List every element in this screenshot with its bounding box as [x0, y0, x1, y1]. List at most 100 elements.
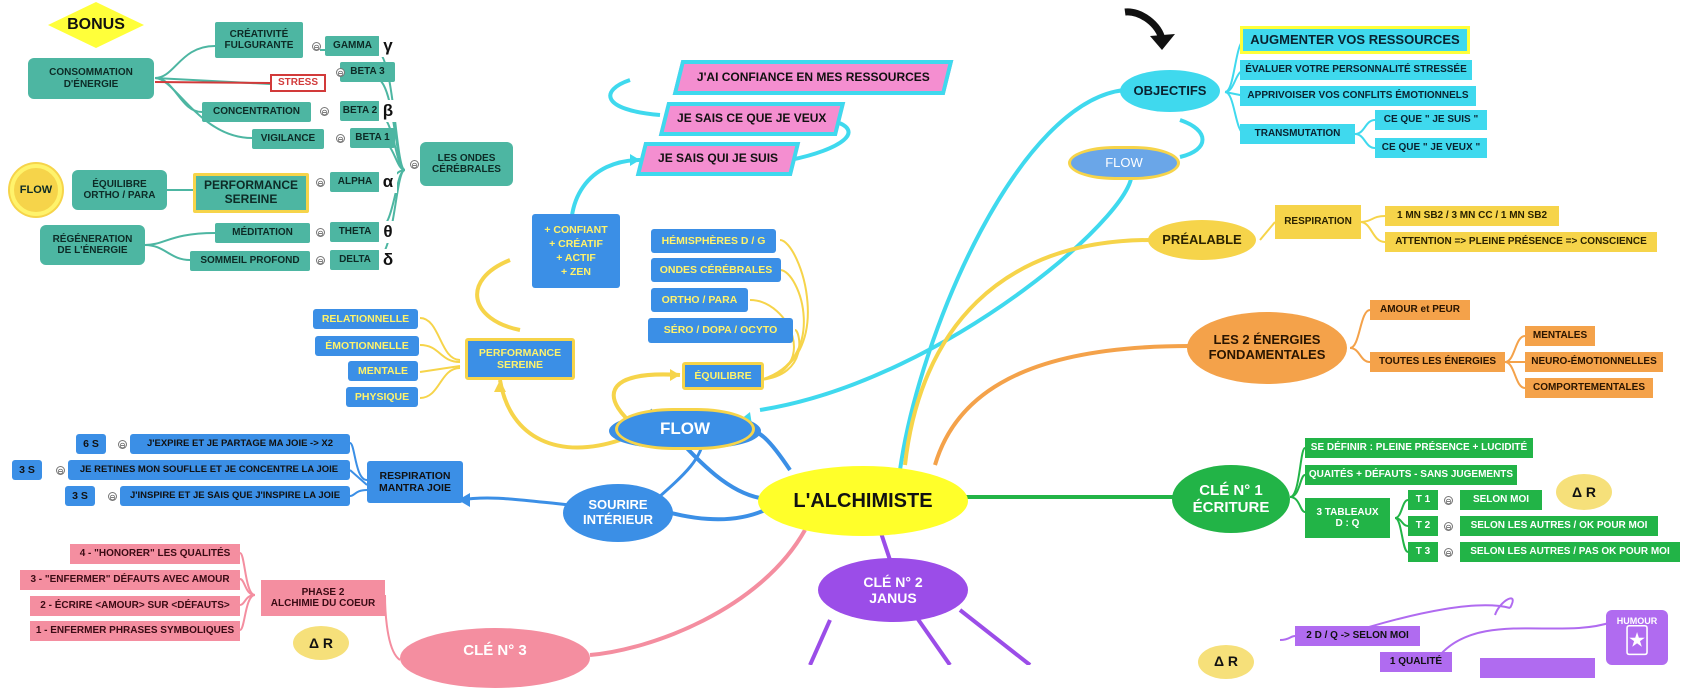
row-text-expire[interactable]: J'EXPIRE ET JE PARTAGE MA JOIE -> X2 — [130, 434, 350, 454]
regeneration-node[interactable]: RÉGÉNERATION DE L'ÉNERGIE — [40, 225, 145, 265]
energie-comportementales-node[interactable]: COMPORTEMENTALES — [1525, 378, 1653, 398]
cle1-node[interactable]: CLÉ N° 1 ÉCRITURE — [1172, 465, 1290, 533]
respiration-prealable-node[interactable]: RESPIRATION — [1275, 205, 1361, 239]
expand-icon[interactable]: ⊖ — [312, 42, 321, 52]
row-text-retiens[interactable]: JE RETINES MON SOUFLLE ET JE CONCENTRE L… — [68, 460, 350, 480]
central-topic[interactable]: L'ALCHIMISTE — [758, 466, 968, 536]
t3-text[interactable]: SELON LES AUTRES / PAS OK POUR MOI — [1460, 542, 1680, 562]
ondes-cerebrales-node[interactable]: LES ONDES CÉRÉBRALES — [420, 142, 513, 186]
expand-icon[interactable]: ⊖ — [316, 178, 325, 188]
stress-node[interactable]: STRESS — [270, 74, 326, 92]
equilibre-ortho-node[interactable]: ÉQUILIBRE ORTHO / PARA — [72, 170, 167, 210]
cle3-item-enfermer-defauts[interactable]: 3 - "ENFERMER" DÉFAUTS AVEC AMOUR — [20, 570, 240, 590]
vigilance-node[interactable]: VIGILANCE — [252, 129, 324, 149]
t1-label: T 1 — [1408, 490, 1438, 510]
amour-peur-node[interactable]: AMOUR et PEUR — [1370, 300, 1470, 320]
evaluer-personnalite-node[interactable]: ÉVALUER VOTRE PERSONNALITÉ STRESSÉE — [1240, 60, 1472, 80]
expand-icon[interactable]: ⊖ — [1444, 496, 1453, 506]
expand-icon[interactable]: ⊖ — [316, 256, 325, 266]
qualites-defauts-node[interactable]: QUAITÉS + DÉFAUTS - SANS JUGEMENTS — [1305, 465, 1517, 485]
energies-node[interactable]: LES 2 ÉNERGIES FONDAMENTALES — [1187, 312, 1347, 384]
expand-icon[interactable]: ⊖ — [118, 440, 127, 450]
se-definir-node[interactable]: SE DÉFINIR : PLEINE PRÉSENCE + LUCIDITÉ — [1305, 438, 1533, 458]
theta-symbol: θ — [379, 221, 397, 243]
perf-item-relationnelle[interactable]: RELATIONNELLE — [313, 309, 418, 329]
row-time-3s-inspire: 3 S — [65, 486, 95, 506]
t2-text[interactable]: SELON LES AUTRES / OK POUR MOI — [1460, 516, 1658, 536]
connector-lines — [144, 8, 1613, 665]
wave-gamma[interactable]: GAMMA — [325, 36, 380, 56]
wave-theta[interactable]: THETA — [330, 222, 380, 242]
objectifs-node[interactable]: OBJECTIFS — [1120, 70, 1220, 112]
flow-cloud-node[interactable]: FLOW — [615, 408, 755, 450]
ce-que-je-veux-node[interactable]: CE QUE " JE VEUX " — [1375, 138, 1487, 158]
augmenter-ressources-node[interactable]: AUGMENTER VOS RESSOURCES — [1240, 26, 1470, 54]
trois-tableaux-node[interactable]: 3 TABLEAUX D : Q — [1305, 498, 1390, 538]
equilibre-item-ondes[interactable]: ONDES CÉRÉBRALES — [651, 258, 781, 282]
cle2-node[interactable]: CLÉ N° 2 JANUS — [818, 558, 968, 622]
expand-icon[interactable]: ⊖ — [410, 160, 419, 170]
wave-alpha[interactable]: ALPHA — [330, 172, 380, 192]
expand-icon[interactable]: ⊖ — [316, 228, 325, 238]
meditation-node[interactable]: MÉDITATION — [215, 223, 310, 243]
perf-item-physique[interactable]: PHYSIQUE — [346, 387, 418, 407]
perf-item-mentale[interactable]: MENTALE — [348, 361, 418, 381]
expand-icon[interactable]: ⊖ — [320, 107, 329, 117]
toutes-energies-node[interactable]: TOUTES LES ÉNERGIES — [1370, 352, 1505, 372]
cle2-extra-node[interactable] — [1480, 658, 1595, 678]
cle3-node[interactable]: CLÉ N° 3 — [400, 628, 590, 688]
objectifs-flow-cloud[interactable]: FLOW — [1068, 146, 1180, 180]
prealable-item-mn[interactable]: 1 MN SB2 / 3 MN CC / 1 MN SB2 — [1385, 206, 1559, 226]
expand-icon[interactable]: ⊖ — [1444, 522, 1453, 532]
apprivoiser-conflits-node[interactable]: APPRIVOISER VOS CONFLITS ÉMOTIONNELS — [1240, 86, 1476, 106]
affirmation-suis[interactable]: JE SAIS QUI JE SUIS — [635, 142, 801, 176]
concentration-node[interactable]: CONCENTRATION — [202, 102, 311, 122]
expand-icon[interactable]: ⊖ — [56, 466, 65, 476]
wave-beta3[interactable]: BETA 3 — [340, 62, 395, 82]
expand-icon[interactable]: ⊖ — [336, 68, 345, 78]
sommeil-node[interactable]: SOMMEIL PROFOND — [190, 251, 310, 271]
performance-teal-node[interactable]: PERFORMANCE SEREINE — [193, 173, 309, 213]
expand-icon[interactable]: ⊖ — [336, 134, 345, 144]
cle3-item-enfermer-phrases[interactable]: 1 - ENFERMER PHRASES SYMBOLIQUES — [30, 621, 240, 641]
cle3-item-ecrire[interactable]: 2 - ÉCRIRE <AMOUR> SUR <DÉFAUTS> — [30, 596, 240, 616]
respiration-mantra-node[interactable]: RESPIRATION MANTRA JOIE — [367, 461, 463, 503]
row-time-3s-retiens: 3 S — [12, 460, 42, 480]
perf-item-emotionnelle[interactable]: ÉMOTIONNELLE — [315, 336, 419, 356]
energie-neuro-node[interactable]: NEURO-ÉMOTIONNELLES — [1525, 352, 1663, 372]
confiant-node[interactable]: + CONFIANT + CRÉATIF + ACTIF + ZEN — [532, 214, 620, 288]
performance-sereine-node[interactable]: PERFORMANCE SEREINE — [465, 338, 575, 380]
affirmation-confiance[interactable]: J'AI CONFIANCE EN MES RESSOURCES — [672, 60, 954, 95]
consommation-node[interactable]: CONSOMMATION D'ÉNERGIE — [28, 58, 154, 99]
cle2-delta-r: Δ R — [1198, 645, 1254, 679]
ce-que-je-suis-node[interactable]: CE QUE " JE SUIS " — [1375, 110, 1487, 130]
equilibre-item-sero[interactable]: SÉRO / DOPA / OCYTO — [648, 318, 793, 343]
wave-delta[interactable]: DELTA — [330, 250, 380, 270]
cle3-item-honorer[interactable]: 4 - "HONORER" LES QUALITÉS — [70, 544, 240, 564]
flow-badge[interactable]: FLOW — [10, 164, 62, 216]
equilibre-item-hemispheres[interactable]: HÉMISPHÈRES D / G — [651, 229, 776, 253]
une-qualite-node[interactable]: 1 QUALITÉ — [1380, 652, 1452, 672]
humour-node[interactable]: HUMOUR 🃏 — [1606, 610, 1668, 665]
gamma-symbol: γ — [379, 35, 397, 57]
row-text-inspire[interactable]: J'INSPIRE ET JE SAIS QUE J'INSPIRE LA JO… — [120, 486, 350, 506]
creativite-node[interactable]: CRÉATIVITÉ FULGURANTE — [215, 22, 303, 58]
wave-beta2[interactable]: BETA 2 — [340, 101, 380, 121]
phase2-node[interactable]: PHASE 2 ALCHIMIE DU COEUR — [261, 580, 385, 616]
wave-beta1[interactable]: BETA 1 — [350, 128, 395, 148]
t3-label: T 3 — [1408, 542, 1438, 562]
expand-icon[interactable]: ⊖ — [1444, 548, 1453, 558]
dq-selon-moi-node[interactable]: 2 D / Q -> SELON MOI — [1295, 626, 1420, 646]
prealable-node[interactable]: PRÉALABLE — [1148, 220, 1256, 260]
energie-mentales-node[interactable]: MENTALES — [1525, 326, 1595, 346]
t1-text[interactable]: SELON MOI — [1460, 490, 1542, 510]
affirmation-confiance-label: J'AI CONFIANCE EN MES RESSOURCES — [696, 69, 930, 84]
prealable-item-attention[interactable]: ATTENTION => PLEINE PRÉSENCE => CONSCIEN… — [1385, 232, 1657, 252]
sourire-interieur-node[interactable]: SOURIRE INTÉRIEUR — [563, 484, 673, 542]
affirmation-veux[interactable]: JE SAIS CE QUE JE VEUX — [658, 102, 846, 136]
transmutation-node[interactable]: TRANSMUTATION — [1240, 124, 1355, 144]
equilibre-node[interactable]: ÉQUILIBRE — [682, 362, 764, 390]
equilibre-item-ortho[interactable]: ORTHO / PARA — [651, 288, 748, 312]
expand-icon[interactable]: ⊖ — [108, 492, 117, 502]
humour-label: HUMOUR — [1616, 616, 1658, 626]
